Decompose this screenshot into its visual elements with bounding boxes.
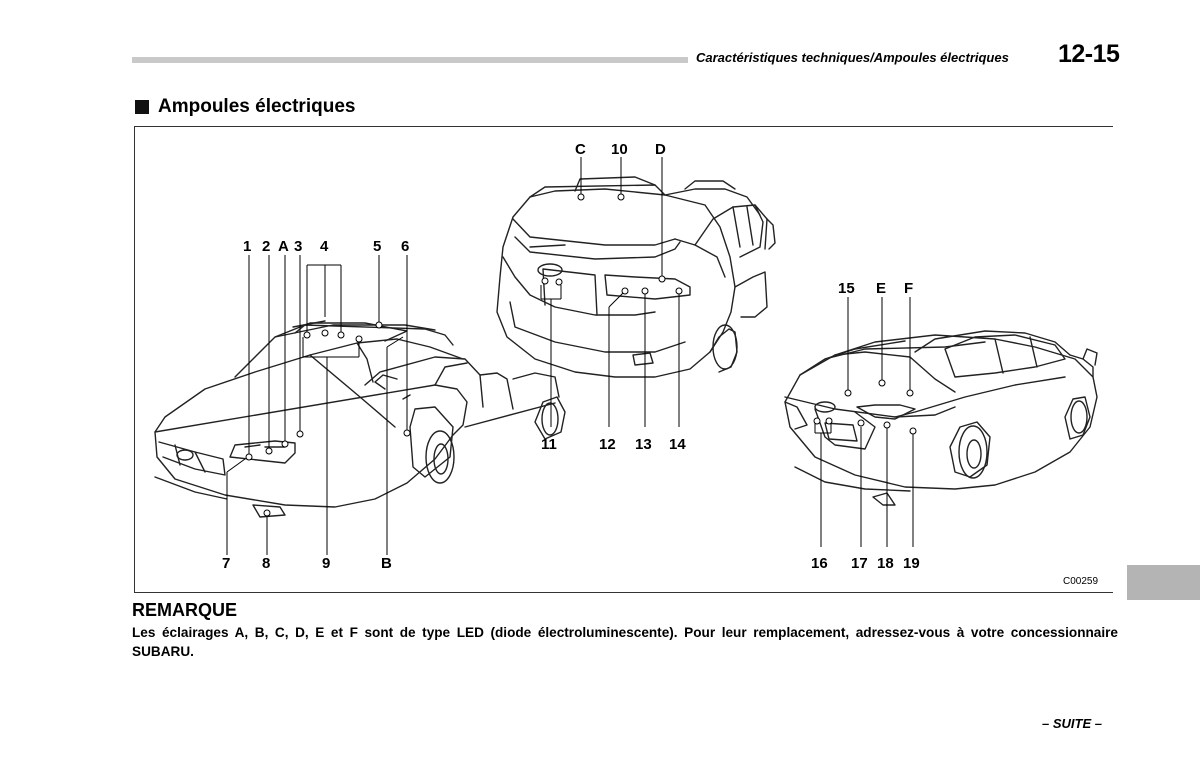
remark-title: REMARQUE	[132, 600, 238, 620]
callout-1: 1	[243, 238, 251, 255]
chapter-tab	[1127, 565, 1200, 600]
callout-A: A	[278, 238, 289, 255]
callout-7: 7	[222, 555, 230, 572]
section-title: Ampoules électriques	[158, 96, 356, 117]
callout-16: 16	[811, 555, 828, 572]
callout-12: 12	[599, 436, 616, 453]
bulb-location-figure: 1 2 A 3 4 5 6 7 8 9 B C 10 D 11 12 13 14…	[134, 126, 1113, 593]
page-number: 12-15	[1058, 40, 1120, 68]
continued-footer: – SUITE –	[1042, 716, 1102, 731]
callout-10: 10	[611, 141, 628, 158]
square-bullet-icon	[135, 100, 149, 114]
callout-6: 6	[401, 238, 409, 255]
callout-leaders	[226, 157, 917, 555]
callout-C: C	[575, 141, 586, 158]
rear-sedan-drawing	[784, 330, 1098, 506]
callout-13: 13	[635, 436, 652, 453]
front-sedan-drawing	[154, 320, 566, 518]
callout-B: B	[381, 555, 392, 572]
callout-17: 17	[851, 555, 868, 572]
callout-2: 2	[262, 238, 270, 255]
callout-14: 14	[669, 436, 686, 453]
callout-15: 15	[838, 280, 855, 297]
callout-F: F	[904, 280, 913, 297]
section-heading: Ampoules électriques	[135, 96, 355, 118]
callout-3: 3	[294, 238, 302, 255]
running-header-title: Caractéristiques techniques/Ampoules éle…	[696, 50, 1009, 65]
figure-code: C00259	[1063, 576, 1098, 587]
callout-18: 18	[877, 555, 894, 572]
remark-text: Les éclairages A, B, C, D, E et F sont d…	[132, 625, 1118, 659]
callout-4: 4	[320, 238, 329, 255]
callout-labels: 1 2 A 3 4 5 6 7 8 9 B C 10 D 11 12 13 14…	[222, 141, 1098, 587]
callout-5: 5	[373, 238, 381, 255]
vehicle-illustrations: 1 2 A 3 4 5 6 7 8 9 B C 10 D 11 12 13 14…	[154, 141, 1098, 587]
callout-E: E	[876, 280, 886, 297]
callout-19: 19	[903, 555, 920, 572]
callout-D: D	[655, 141, 666, 158]
callout-9: 9	[322, 555, 330, 572]
callout-11: 11	[541, 436, 557, 453]
callout-8: 8	[262, 555, 270, 572]
rear-wagon-drawing	[496, 176, 776, 378]
header-rule	[132, 57, 688, 63]
